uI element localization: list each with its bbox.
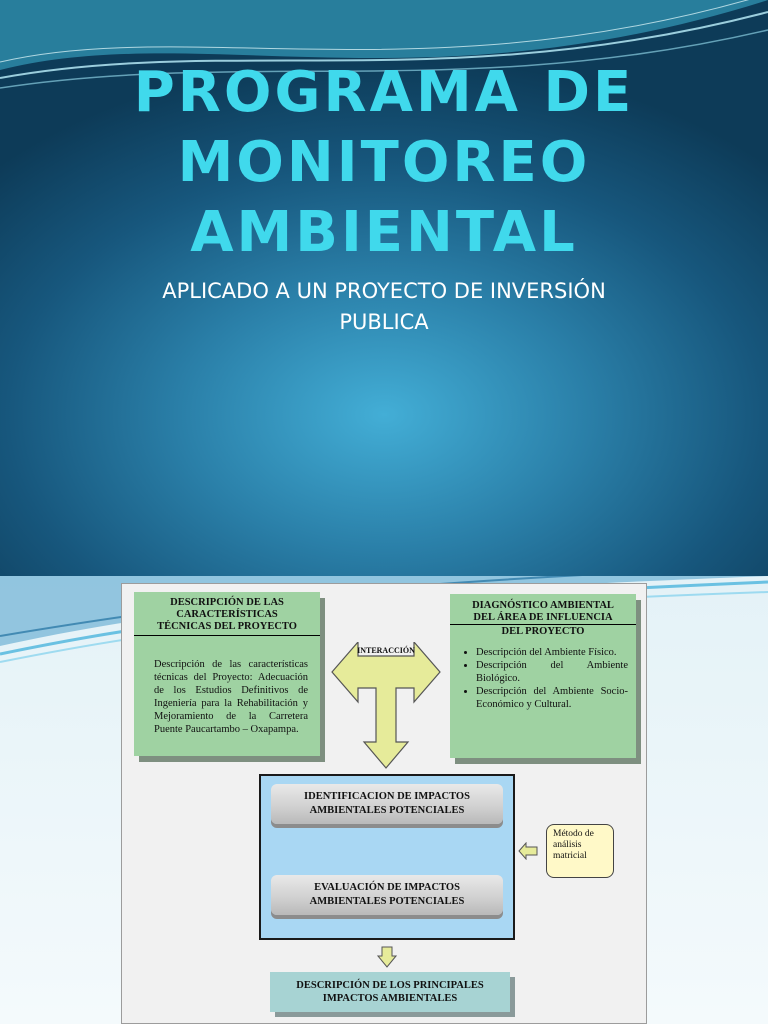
interaction-label: INTERACCIÓN <box>357 646 415 655</box>
impact-analysis-frame: IDENTIFICACION DE IMPACTOS AMBIENTALES P… <box>259 774 515 940</box>
project-technical-description-box: DESCRIPCIÓN DE LAS CARACTERÍSTICAS TÉCNI… <box>134 592 320 756</box>
diagram-slide: DESCRIPCIÓN DE LAS CARACTERÍSTICAS TÉCNI… <box>0 576 768 1024</box>
box-line: DESCRIPCIÓN DE LOS PRINCIPALES <box>296 980 484 991</box>
title-line-2: MONITOREO <box>177 130 591 195</box>
matrix-method-note: Método de análisis matricial <box>546 824 614 878</box>
subtitle-line-2: PUBLICA <box>339 310 429 334</box>
left-arrow-icon <box>518 842 538 860</box>
slide-title: PROGRAMA DE MONITOREO AMBIENTAL <box>0 58 768 268</box>
box-line: EVALUACIÓN DE IMPACTOS <box>314 882 460 893</box>
box-line: IDENTIFICACION DE IMPACTOS <box>304 791 470 802</box>
project-technical-body: Descripción de las características técni… <box>154 659 308 735</box>
heading-line: DESCRIPCIÓN DE LAS <box>170 597 284 608</box>
list-item: Descripción del Ambiente Socio-Económico… <box>476 685 628 711</box>
project-technical-heading: DESCRIPCIÓN DE LAS CARACTERÍSTICAS TÉCNI… <box>134 592 320 636</box>
list-item: Descripción del Ambiente Biológico. <box>476 659 628 685</box>
monitoring-flow-diagram: DESCRIPCIÓN DE LAS CARACTERÍSTICAS TÉCNI… <box>121 583 647 1024</box>
box-line: IMPACTOS AMBIENTALES <box>322 993 458 1004</box>
impact-evaluation-box: EVALUACIÓN DE IMPACTOS AMBIENTALES POTEN… <box>271 875 503 915</box>
note-line: matricial <box>553 851 587 861</box>
decorative-waves-top <box>0 0 768 89</box>
subtitle-line-1: APLICADO A UN PROYECTO DE INVERSIÓN <box>162 279 606 303</box>
environmental-diagnosis-heading: DIAGNÓSTICO AMBIENTAL DEL ÁREA DE INFLUE… <box>450 594 636 625</box>
heading-line: CARACTERÍSTICAS <box>176 609 278 620</box>
box-line: AMBIENTALES POTENCIALES <box>309 896 465 907</box>
slide-subtitle: APLICADO A UN PROYECTO DE INVERSIÓN PUBL… <box>80 276 688 338</box>
t-arrow-icon <box>331 640 441 769</box>
impact-identification-box: IDENTIFICACION DE IMPACTOS AMBIENTALES P… <box>271 784 503 824</box>
environmental-diagnosis-subheading: DEL PROYECTO <box>501 626 585 637</box>
title-slide: PROGRAMA DE MONITOREO AMBIENTAL APLICADO… <box>0 0 768 576</box>
note-line: análisis <box>553 840 582 850</box>
down-arrow-icon <box>377 946 397 968</box>
note-line: Método de <box>553 829 594 839</box>
main-impacts-description-box: DESCRIPCIÓN DE LOS PRINCIPALES IMPACTOS … <box>270 972 510 1012</box>
list-item: Descripción del Ambiente Físico. <box>476 646 628 659</box>
environmental-diagnosis-box: DIAGNÓSTICO AMBIENTAL DEL ÁREA DE INFLUE… <box>450 594 636 758</box>
box-line: AMBIENTALES POTENCIALES <box>309 805 465 816</box>
title-line-3: AMBIENTAL <box>190 200 578 265</box>
heading-line: DIAGNÓSTICO AMBIENTAL <box>472 600 614 611</box>
heading-line: TÉCNICAS DEL PROYECTO <box>157 621 297 632</box>
heading-line: DEL ÁREA DE INFLUENCIA <box>473 612 613 623</box>
diagnosis-list: Descripción del Ambiente Físico. Descrip… <box>450 646 628 711</box>
title-line-1: PROGRAMA DE <box>133 60 635 125</box>
interaction-arrow: INTERACCIÓN <box>330 640 442 770</box>
